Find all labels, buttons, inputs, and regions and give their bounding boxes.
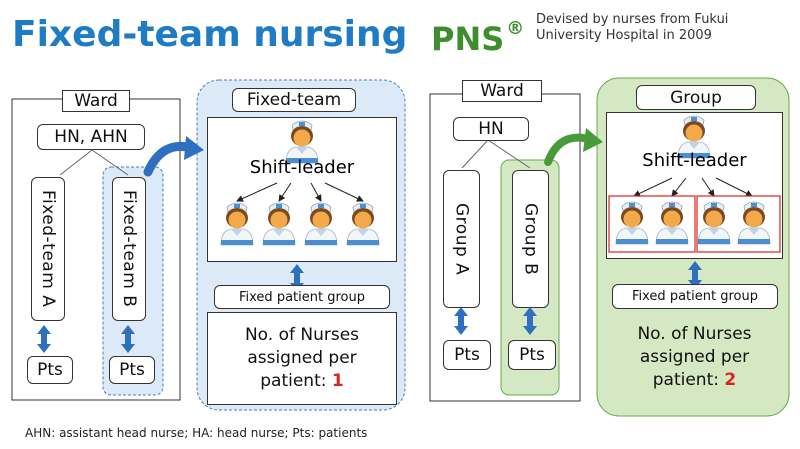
left-pts-a: Pts (27, 356, 73, 384)
nurse-icon (304, 202, 338, 246)
pns-title-text: PNS (431, 20, 505, 58)
right-head-box: HN (453, 117, 529, 141)
right-nurses-ratio: No. of Nurses assigned per patient: 2 (606, 314, 783, 400)
double-arrow-icon (37, 325, 51, 353)
left-head-box: HN, AHN (37, 124, 145, 150)
right-ratio-line-1: No. of Nurses (637, 323, 752, 344)
double-arrow-icon (121, 325, 135, 353)
left-ratio-line-3: patient: 1 (260, 370, 343, 393)
double-arrow-icon (454, 307, 468, 335)
right-group-graphic (608, 115, 781, 253)
right-title: PNS® (431, 18, 525, 58)
registered-mark: ® (506, 18, 525, 39)
left-pts-b: Pts (109, 356, 155, 384)
group-a-box: Group A (443, 170, 480, 308)
right-pts-a: Pts (443, 340, 491, 370)
nurse-icon (737, 201, 771, 245)
nurse-icon (655, 201, 689, 245)
left-ratio-line-1: No. of Nurses (244, 325, 360, 345)
right-shift-leader: Shift-leader (642, 150, 747, 171)
nurse-icon (615, 201, 649, 245)
right-ratio-value: 2 (724, 369, 737, 390)
devised-line-2: University Hospital in 2009 (536, 28, 712, 43)
left-title: Fixed-team nursing (12, 14, 408, 55)
nurse-icon (346, 202, 380, 246)
left-ratio-value: 1 (331, 371, 344, 391)
group-b-box: Group B (512, 170, 549, 308)
right-panel-label: Group (636, 85, 756, 110)
left-team-graphic (220, 120, 380, 246)
left-shift-leader: Shift-leader (249, 157, 355, 178)
nurse-icon (262, 202, 296, 246)
fixed-team-a-box: Fixed-team A (31, 177, 65, 321)
left-ward-label: Ward (62, 90, 130, 112)
devised-line-1: Devised by nurses from Fukui (536, 12, 729, 27)
left-ratio-label: patient: (260, 371, 327, 391)
double-arrow-icon (523, 307, 537, 335)
left-panel-label: Fixed-team (232, 88, 356, 112)
right-ward-label: Ward (462, 80, 542, 102)
right-ratio-line-3: patient: 2 (653, 369, 736, 392)
fixed-team-b-box: Fixed-team B (112, 177, 146, 321)
nurse-icon (697, 201, 731, 245)
left-nurses-ratio: No. of Nurses assigned per patient: 1 (207, 312, 397, 405)
nurse-icon (220, 202, 254, 246)
right-patient-group: Fixed patient group (612, 284, 778, 309)
devised-note: Devised by nurses from Fukui University … (536, 12, 728, 44)
left-ratio-line-2: assigned per (247, 348, 357, 368)
right-pts-b: Pts (508, 340, 556, 370)
right-ratio-label: patient: (652, 369, 719, 390)
left-patient-group: Fixed patient group (214, 285, 390, 309)
right-ratio-line-2: assigned per (639, 346, 750, 367)
footnote: AHN: assistant head nurse; HA: head nurs… (25, 426, 368, 440)
